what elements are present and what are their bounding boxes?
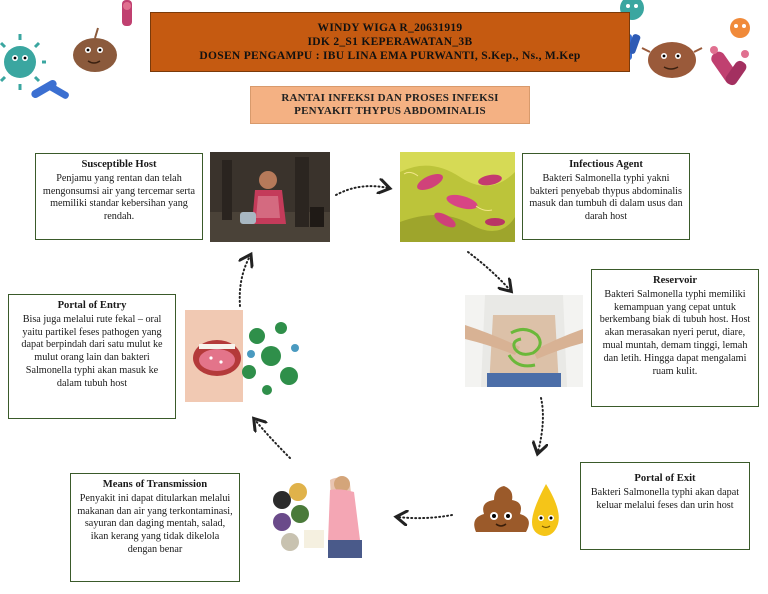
arrow-transmission-to-entry [255,420,291,459]
diagram-title-banner: RANTAI INFEKSI DAN PROSES INFEKSI PENYAK… [250,86,530,124]
susceptible-host-box: Susceptible Host Penjamu yang rentan dan… [35,153,203,240]
diagram-title-line-1: RANTAI INFEKSI DAN PROSES INFEKSI [281,92,499,104]
author-name: WINDY WIGA R_20631919 [317,22,463,34]
mouth-and-virus-photo [185,310,303,402]
arrow-entry-to-host [240,256,250,307]
reservoir-text: Bakteri Salmonella typhi memiliki kemamp… [599,288,751,377]
class-name: IDK 2_S1 KEPERAWATAN_3B [307,36,473,48]
virus-particles-icon [242,322,299,395]
portal-of-entry-text: Bisa juga melalui rute fekal – oral yait… [21,313,163,389]
infectious-agent-text: Bakteri Salmonella typhi yakni bakteri p… [529,172,683,223]
susceptible-host-title: Susceptible Host [81,159,157,170]
poop-icon [474,486,529,532]
portal-of-entry-box: Portal of Entry Bisa juga melalui rute f… [8,294,176,419]
brown-germ-icon [641,42,703,78]
pink-germ-icon [710,46,749,86]
reservoir-box: Reservoir Bakteri Salmonella typhi memil… [591,269,759,407]
teal-germ-icon [0,34,46,90]
germ-cluster-top-right-icon [620,0,750,86]
blue-germ-icon [31,80,69,99]
germ-cluster-top-left-icon [0,0,132,99]
susceptible-host-photo [210,152,330,242]
arrow-reservoir-to-exit [538,397,543,452]
diagram-title-line-2: PENYAKIT THYPUS ABDOMINALIS [294,105,486,117]
lecturer-name: DOSEN PENGAMPU : IBU LINA EMA PURWANTI, … [199,50,581,62]
portal-of-exit-box: Portal of Exit Bakteri Salmonella typhi … [580,462,750,550]
arrow-host-to-agent [335,186,388,196]
portal-of-exit-text: Bakteri Salmonella typhi akan dapat kelu… [590,486,740,511]
means-of-transmission-text: Penyakit ini dapat ditularkan melalui ma… [77,492,233,555]
infectious-agent-title: Infectious Agent [569,159,643,170]
orange-germ-icon [730,18,750,38]
brown-germ-icon [73,27,117,72]
portal-of-exit-title: Portal of Exit [634,473,696,484]
means-of-transmission-title: Means of Transmission [102,479,208,490]
contaminated-food-photo [268,470,383,558]
intestine-icon [507,328,542,368]
urine-drop-icon [532,484,559,536]
pink-germ-icon [122,0,132,26]
reservoir-title: Reservoir [652,275,698,286]
feces-and-urine-illustration [462,466,572,546]
susceptible-host-text: Penjamu yang rentan dan telah mengonsums… [42,172,196,223]
arrow-agent-to-reservoir [467,251,510,290]
infectious-agent-box: Infectious Agent Bakteri Salmonella typh… [522,153,690,240]
means-of-transmission-box: Means of Transmission Penyakit ini dapat… [70,473,240,582]
author-header-banner: WINDY WIGA R_20631919 IDK 2_S1 KEPERAWAT… [150,12,630,72]
salmonella-bacteria-photo [400,152,515,242]
portal-of-entry-title: Portal of Entry [57,300,127,311]
arrow-exit-to-transmission [398,515,453,518]
abdominal-pain-photo [465,295,583,387]
